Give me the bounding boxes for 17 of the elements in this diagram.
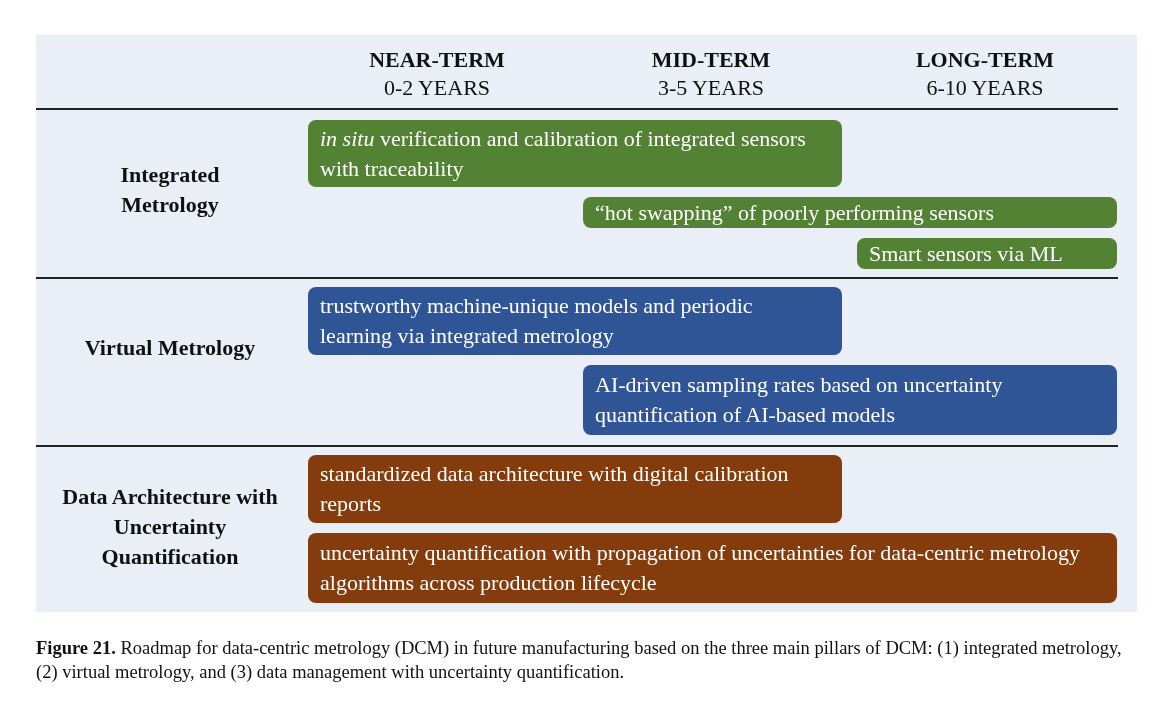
column-header: 0-2 YEARS (382, 74, 492, 102)
figure-caption: Figure 21. Roadmap for data-centric metrology (DCM) in future manufacturing based on the three main pillars of DCM: (1) integrated metrology, (2) virtual metrology, and (3) data management with uncertainty quantification. (36, 637, 1123, 684)
column-header: LONG-TERM (914, 46, 1056, 74)
column-header: NEAR-TERM (368, 46, 506, 74)
row-header: Data Architecture with Uncertainty Quantification (61, 483, 279, 571)
column-header: MID-TERM (650, 46, 772, 74)
column-header: 3-5 YEARS (656, 74, 766, 102)
roadmap-bar: trustworthy machine-unique models and periodic learning via integrated metrology (308, 287, 842, 355)
roadmap-bar: in situ verification and calibration of integrated sensors with traceability (308, 120, 842, 187)
roadmap-bar: standardized data architecture with digital calibration reports (308, 455, 842, 523)
roadmap-bar: “hot swapping” of poorly performing sensors (583, 197, 1117, 228)
column-header: 6-10 YEARS (925, 74, 1045, 102)
row-header: Virtual Metrology (83, 334, 257, 362)
roadmap-bar: AI-driven sampling rates based on uncertainty quantification of AI-based models (583, 365, 1117, 435)
roadmap-bar: Smart sensors via ML (857, 238, 1117, 269)
roadmap-bar: uncertainty quantification with propagation of uncertainties for data-centric metrology algorithms across production lifecycle (308, 533, 1117, 603)
row-header: Integrated Metrology (119, 161, 221, 219)
